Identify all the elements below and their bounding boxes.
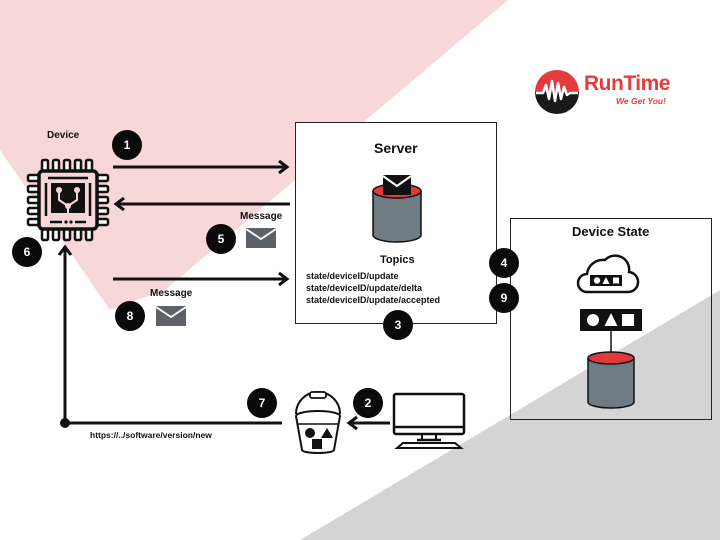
cloud-shadow-icon: [576, 254, 640, 294]
step-badge-1: 1: [112, 130, 142, 160]
brand-tagline: We Get You!: [616, 96, 666, 106]
device-state-title: Device State: [572, 224, 650, 239]
server-title: Server: [374, 140, 418, 156]
topics-list: state/deviceID/update state/deviceID/upd…: [306, 270, 440, 306]
device-state-box: [510, 218, 712, 420]
step-badge-9: 9: [489, 283, 519, 313]
arrow-computer-to-bucket-head: [346, 415, 358, 431]
brand-name: RunTime: [584, 72, 670, 95]
message-label-5: Message: [240, 211, 283, 222]
step-badge-2: 2: [353, 388, 383, 418]
arrow-up-to-device-head: [57, 244, 73, 256]
pink-band: [0, 0, 508, 310]
arrow-server-to-device-head: [113, 196, 125, 212]
device-label: Device: [47, 130, 80, 141]
step-badge-5: 5: [206, 224, 236, 254]
topic-item: state/deviceID/update: [306, 271, 399, 281]
step-badge-3: 3: [383, 310, 413, 340]
brand-logo: RunTime We Get You!: [534, 70, 674, 114]
envelope-icon: [155, 306, 187, 326]
arrow-device-to-server-head: [278, 159, 290, 175]
step-badge-6: 6: [12, 237, 42, 267]
step-badge-7: 7: [247, 388, 277, 418]
topic-item: state/deviceID/update/delta: [306, 283, 423, 293]
step-badge-8: 8: [115, 301, 145, 331]
topics-heading: Topics: [380, 254, 415, 266]
software-url: https://../software/version/new: [90, 430, 212, 440]
junction-dot: [60, 418, 70, 428]
storage-bucket-icon: [295, 391, 341, 454]
step-badge-4: 4: [489, 248, 519, 278]
chip-icon: [26, 158, 110, 242]
computer-icon: [392, 392, 466, 449]
device-state-document-icon: [580, 309, 642, 331]
topic-item: state/deviceID/update/accepted: [306, 295, 441, 305]
device-state-database-icon: [587, 330, 635, 409]
message-label-8: Message: [150, 288, 193, 299]
arrow-message-to-server-head: [278, 271, 290, 287]
pulse-logo-icon: [535, 70, 579, 114]
topics-database-icon: [372, 175, 422, 243]
envelope-icon: [245, 228, 277, 248]
